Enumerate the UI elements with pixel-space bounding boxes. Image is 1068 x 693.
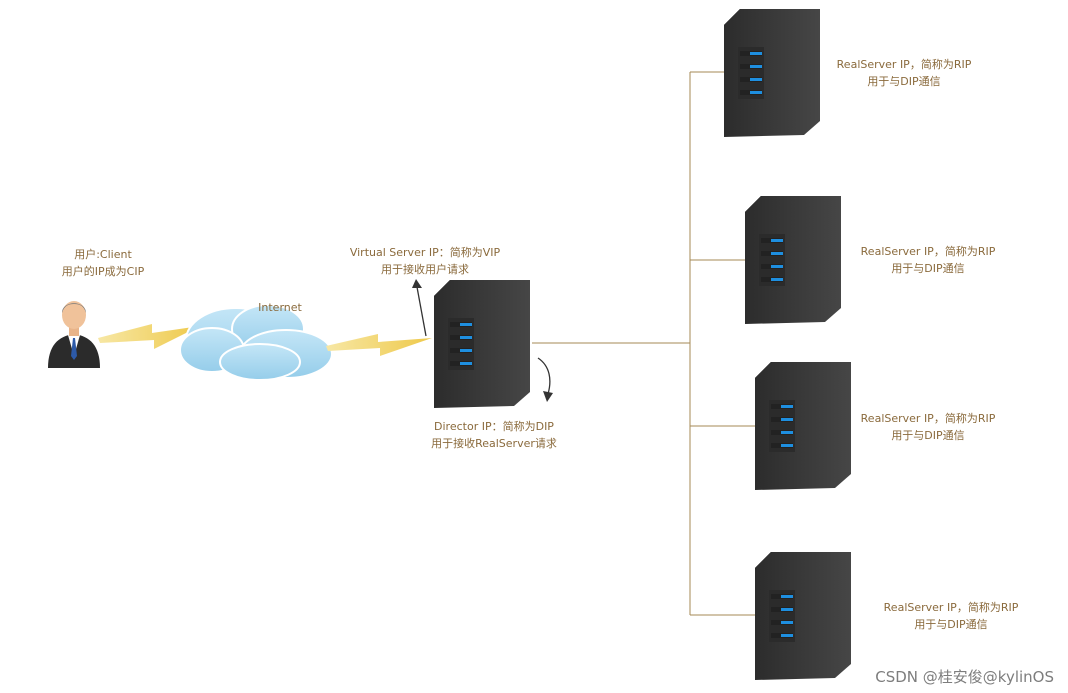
real-server-label-2-line2: 用于与DIP通信: [891, 262, 965, 275]
watermark: CSDN @桂安俊@kylinOS: [875, 668, 1054, 686]
real-server-label-1-line1: RealServer IP，简称为RIP: [836, 58, 972, 71]
dip-arrow-icon: [537, 357, 553, 402]
real-server-label-2-line1: RealServer IP，简称为RIP: [860, 245, 996, 258]
real-server-label-3: RealServer IP，简称为RIP 用于与DIP通信: [846, 410, 1010, 444]
client-label-line2: 用户的IP成为CIP: [61, 265, 145, 278]
real-server-label-4-line1: RealServer IP，简称为RIP: [883, 601, 1019, 614]
vip-label-line1: Virtual Server IP：简称为VIP: [349, 246, 501, 259]
real-server-label-1-line2: 用于与DIP通信: [867, 75, 941, 88]
client-label: 用户:Client 用户的IP成为CIP: [48, 246, 158, 280]
real-server-label-3-line2: 用于与DIP通信: [891, 429, 965, 442]
real-server-label-3-line1: RealServer IP，简称为RIP: [860, 412, 996, 425]
real-server-icon-3: [755, 362, 851, 490]
lightning-bolt-icon: [326, 334, 432, 356]
cloud-icon: [179, 304, 333, 381]
real-server-icon-4: [755, 552, 851, 680]
user-avatar-icon: [48, 301, 100, 368]
internet-label-text: Internet: [258, 301, 302, 314]
dip-label: Director IP：简称为DIP 用于接收RealServer请求: [410, 418, 578, 452]
real-server-label-1: RealServer IP，简称为RIP 用于与DIP通信: [822, 56, 986, 90]
vip-arrow-icon: [412, 279, 427, 337]
real-server-label-4: RealServer IP，简称为RIP 用于与DIP通信: [869, 599, 1033, 633]
dip-label-line2: 用于接收RealServer请求: [431, 437, 557, 450]
director-server-icon: [434, 280, 530, 408]
vip-label-line2: 用于接收用户请求: [381, 263, 469, 276]
real-server-icon-2: [745, 196, 841, 324]
vip-label: Virtual Server IP：简称为VIP 用于接收用户请求: [330, 244, 520, 278]
real-server-label-2: RealServer IP，简称为RIP 用于与DIP通信: [846, 243, 1010, 277]
internet-label: Internet: [248, 299, 312, 316]
lightning-bolt-icon: [98, 324, 200, 349]
dip-label-line1: Director IP：简称为DIP: [434, 420, 554, 433]
real-server-label-4-line2: 用于与DIP通信: [914, 618, 988, 631]
network-links: [532, 71, 755, 616]
real-server-icon-1: [724, 9, 820, 137]
client-label-line1: 用户:Client: [74, 248, 132, 261]
